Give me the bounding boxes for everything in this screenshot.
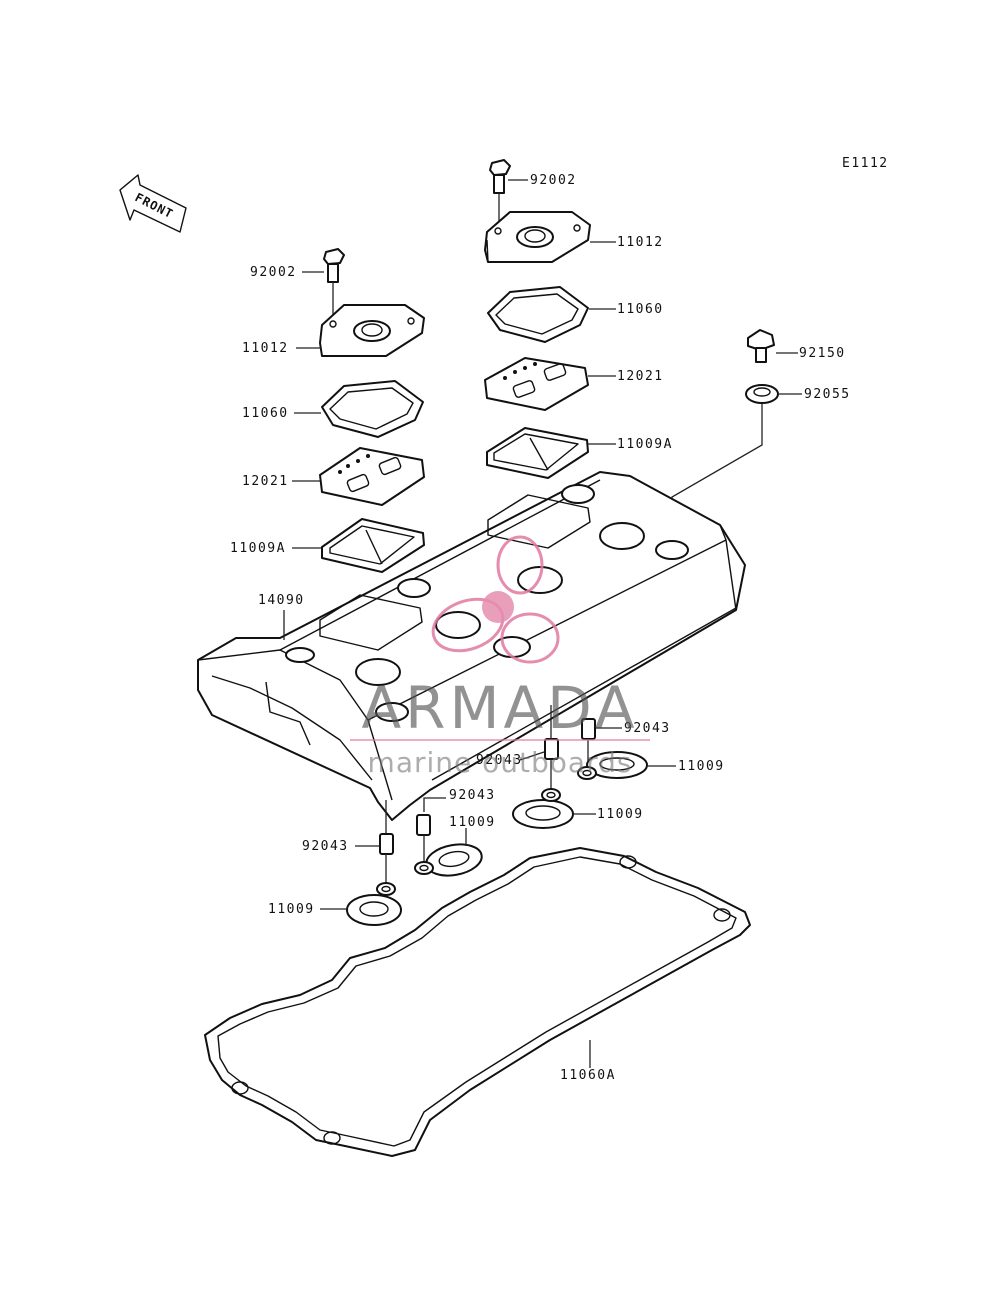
callout-14090: 14090 xyxy=(258,593,305,608)
o-ring-11009-a xyxy=(577,751,676,780)
dowel-92043-d xyxy=(355,800,394,884)
diagram-code: E1112 xyxy=(842,156,889,171)
callout-12021-left: 12021 xyxy=(242,474,289,489)
callout-11012-left: 11012 xyxy=(242,341,289,356)
plate-12021-top xyxy=(484,357,616,411)
front-arrow-icon: FRONT xyxy=(119,174,187,233)
gasket-11009A-left xyxy=(292,518,425,573)
callout-11060A: 11060A xyxy=(560,1068,616,1083)
callout-12021-top: 12021 xyxy=(617,369,664,384)
dowel-92043-c xyxy=(416,797,446,862)
o-ring-11009-d xyxy=(320,882,402,926)
callout-92055: 92055 xyxy=(804,387,851,402)
gasket-11060-top xyxy=(487,286,616,343)
o-ring-11009-b xyxy=(512,788,596,829)
watermark: ARMADA marine outboards xyxy=(350,535,650,779)
gasket-11060A xyxy=(204,847,751,1157)
callout-11009-d: 11009 xyxy=(268,902,315,917)
callout-11009-b: 11009 xyxy=(597,807,644,822)
o-ring-11009-c xyxy=(414,828,483,877)
plate-12021-left xyxy=(292,447,425,506)
cover-plate-11012-left xyxy=(296,304,425,357)
callout-92002-top: 92002 xyxy=(530,173,577,188)
propeller-logo-icon xyxy=(431,535,560,664)
bolt-92150 xyxy=(747,329,798,363)
bolt-92002-left xyxy=(302,248,345,318)
callout-92043-d: 92043 xyxy=(302,839,349,854)
callout-11060-top: 11060 xyxy=(617,302,664,317)
callout-11009A-top: 11009A xyxy=(617,437,673,452)
callout-11009-c: 11009 xyxy=(449,815,496,830)
callout-92043-c: 92043 xyxy=(449,788,496,803)
callout-11009-a: 11009 xyxy=(678,759,725,774)
watermark-tagline: marine outboards xyxy=(368,746,633,779)
callout-92002-left: 92002 xyxy=(250,265,297,280)
watermark-brand: ARMADA xyxy=(361,674,638,742)
dowel-92043-b xyxy=(519,705,559,790)
callout-11012-top: 11012 xyxy=(617,235,664,250)
callout-92043-a: 92043 xyxy=(624,721,671,736)
callout-11009A-left: 11009A xyxy=(230,541,286,556)
callout-11060-left: 11060 xyxy=(242,406,289,421)
front-label: FRONT xyxy=(133,190,176,221)
callout-92150: 92150 xyxy=(799,346,846,361)
gasket-11009A-top xyxy=(486,427,616,479)
gasket-11060-left xyxy=(294,380,424,438)
cover-plate-11012-top xyxy=(484,211,616,263)
callout-92043-b: 92043 xyxy=(476,753,523,768)
